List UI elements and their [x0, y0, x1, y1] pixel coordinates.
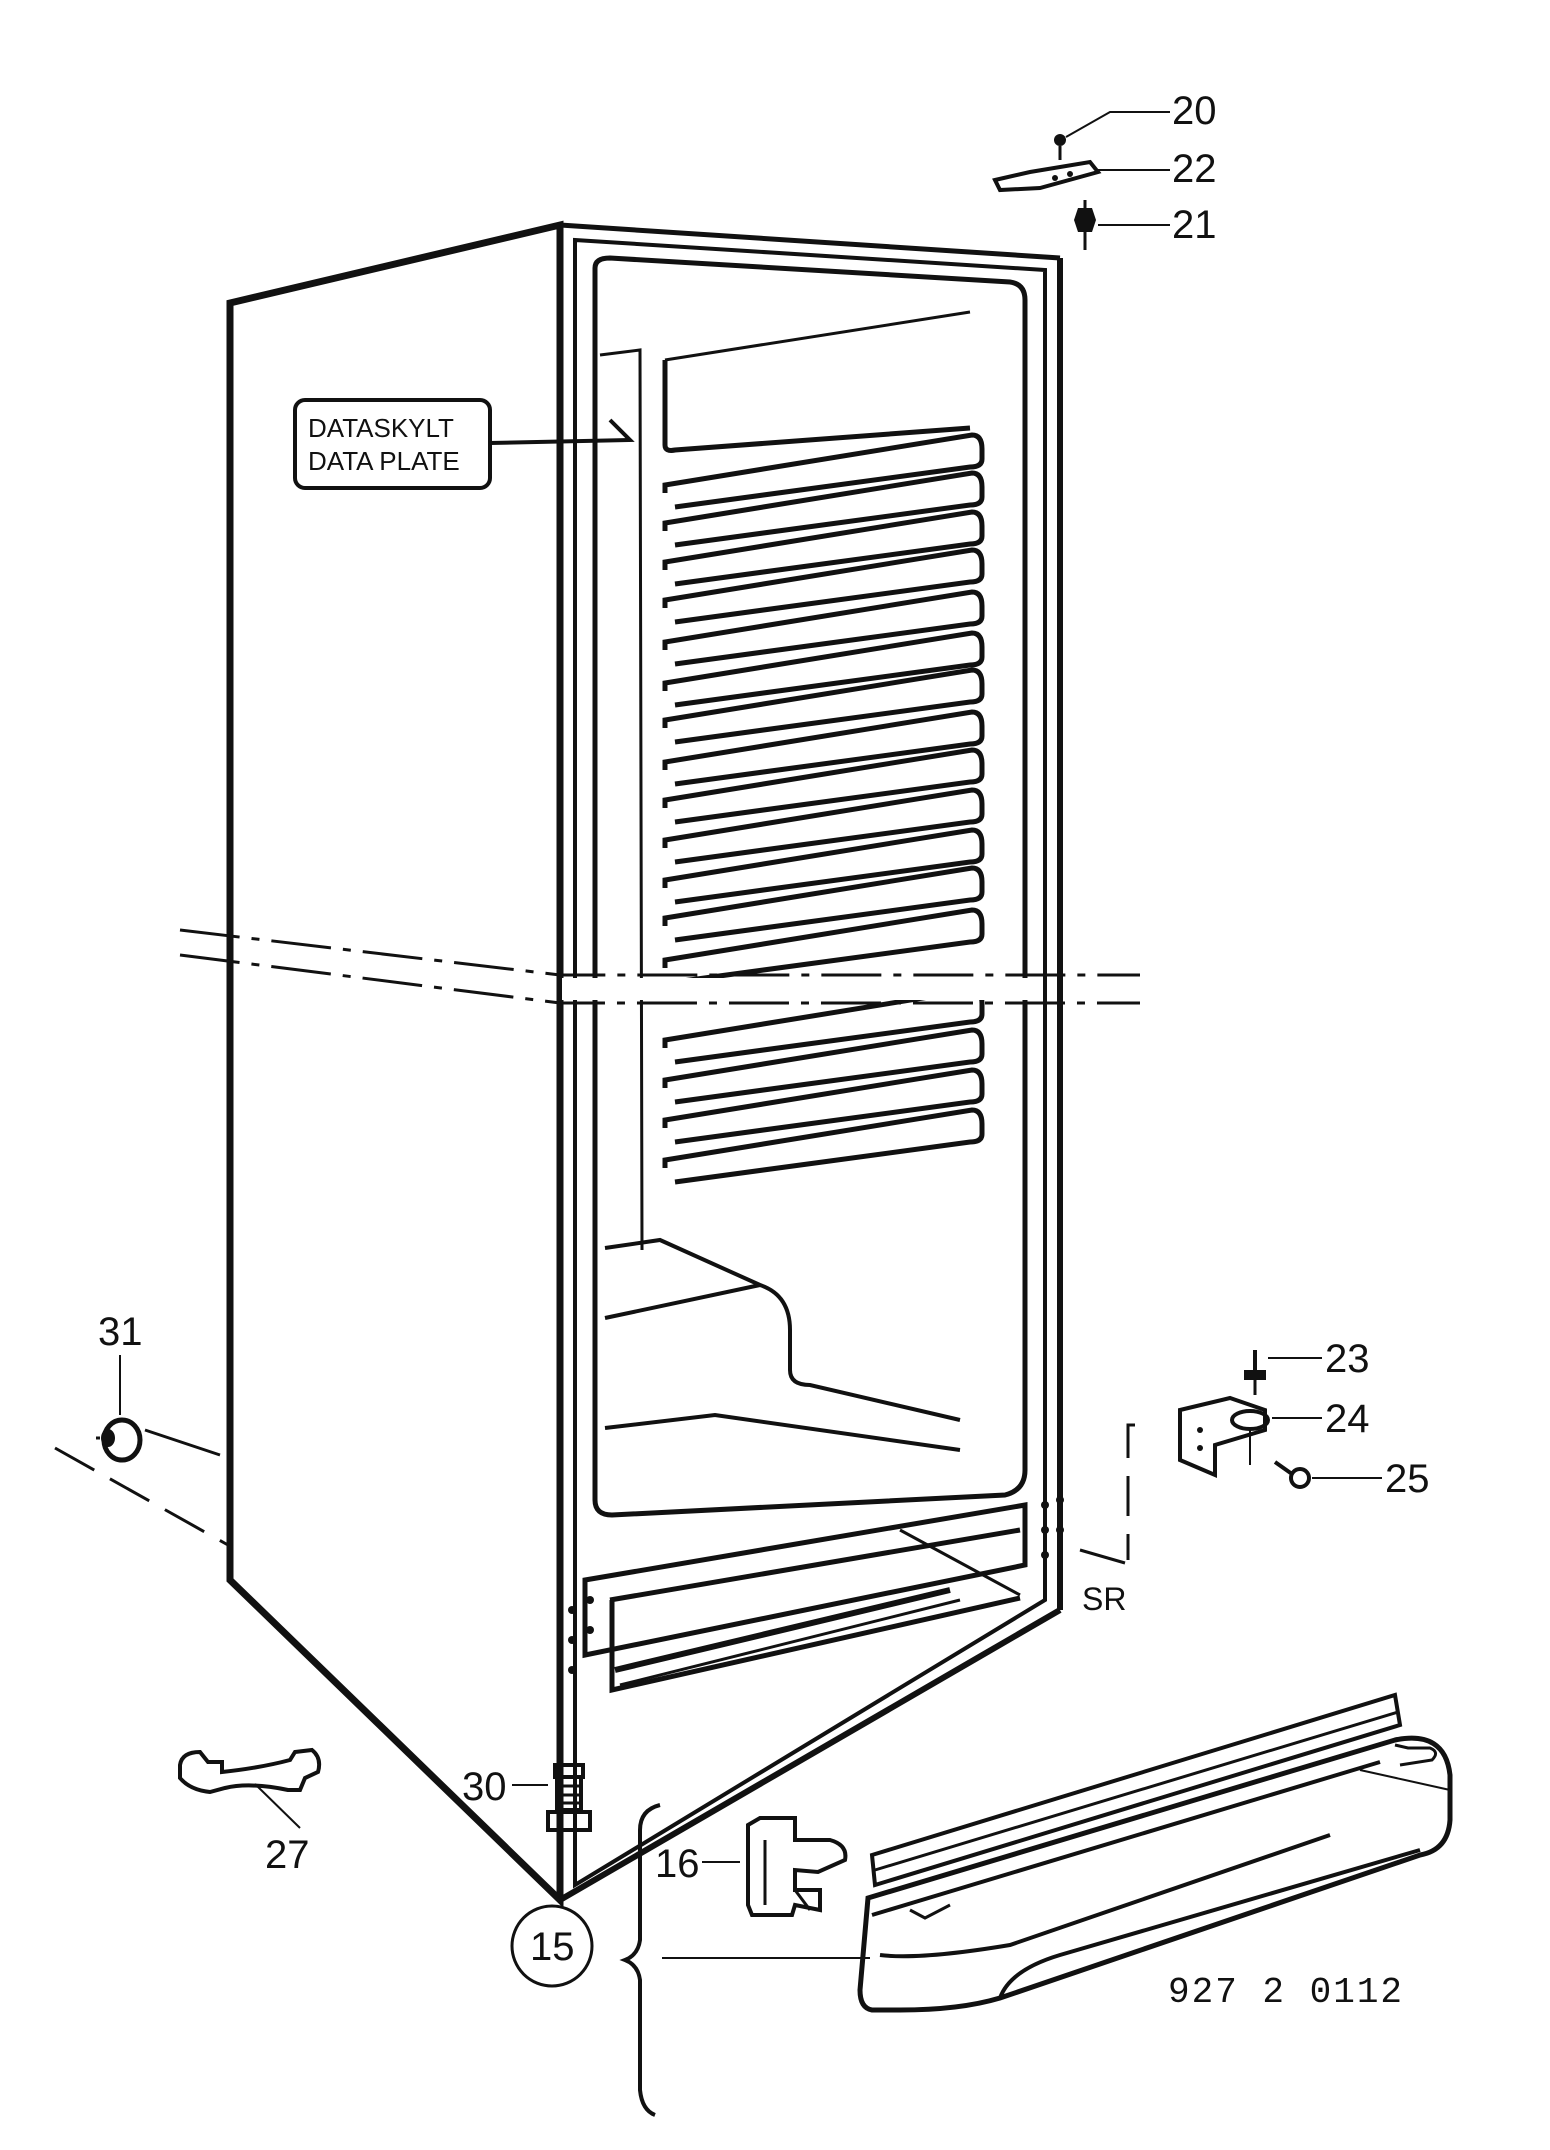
door-rail-handle-icon	[857, 1692, 1453, 2013]
shelf-rail	[662, 547, 985, 625]
foot-icon	[96, 1417, 143, 1463]
screw-hole	[568, 1606, 576, 1614]
screw-hole	[568, 1666, 576, 1674]
shelf-rail	[662, 509, 985, 587]
shelf-rail	[662, 709, 985, 787]
shelf-rail	[662, 589, 985, 667]
part-label-21: 21	[1172, 203, 1217, 247]
shelf-rail	[662, 432, 985, 510]
screw-hole	[1041, 1526, 1049, 1534]
cabinet-body	[226, 220, 1063, 1909]
drawing-number: 927 2 0112	[1168, 1972, 1404, 2013]
wrench-icon	[178, 1747, 322, 1829]
part-label-25: 25	[1385, 1457, 1430, 1501]
shelf-rail	[662, 1107, 985, 1185]
shelf-rail	[662, 747, 985, 825]
screw-hole	[1056, 1526, 1064, 1534]
shelf-rail	[662, 907, 985, 985]
data-plate-callout: DATASKYLT DATA PLATE	[293, 398, 635, 490]
part-15-callout: 15	[510, 1904, 870, 1988]
part-label-20: 20	[1172, 89, 1217, 133]
data-plate-line1: DATASKYLT	[308, 413, 454, 443]
hinge-pin-icon	[1244, 1350, 1266, 1395]
kick-panel	[568, 1496, 1064, 1694]
part-label-23: 23	[1325, 1337, 1370, 1381]
screw-hole	[1056, 1496, 1064, 1504]
hinge-pin-icon	[1074, 200, 1096, 250]
screw-hole	[586, 1596, 594, 1604]
shelf-rail	[662, 630, 985, 708]
liner-top	[599, 310, 971, 1251]
adjustable-foot-assembly: 31	[54, 1310, 229, 1547]
part-label-27: 27	[265, 1833, 310, 1877]
part-label-24: 24	[1325, 1397, 1370, 1441]
screw-icon	[1054, 134, 1066, 160]
screw-hole	[1041, 1551, 1049, 1559]
hinge-bracket-icon	[992, 159, 1102, 193]
part-label-22: 22	[1172, 147, 1217, 191]
part-label-30: 30	[462, 1765, 507, 1809]
top-hinge-assembly: 20 22 21	[992, 89, 1217, 250]
screw-hole	[1041, 1501, 1049, 1509]
screw-hole	[586, 1626, 594, 1634]
door-frame	[573, 237, 1047, 1889]
shelf-rail	[662, 865, 985, 943]
part-label-15: 15	[530, 1925, 575, 1969]
side-right-label: SR	[1082, 1581, 1126, 1617]
hinge-bracket-icon	[1178, 1395, 1270, 1479]
shelf-rail	[662, 1067, 985, 1145]
shelf-rail	[662, 667, 985, 745]
shelf-rail	[662, 827, 985, 905]
shelf-rail	[662, 470, 985, 548]
leveling-foot-icon	[546, 1763, 592, 1832]
part-label-16: 16	[655, 1842, 700, 1886]
bottom-hinge-assembly: 23 24 25 SR	[1079, 1337, 1430, 1617]
lower-compartment	[604, 1237, 961, 1452]
shelf-rail	[662, 787, 985, 865]
door-clip-icon	[746, 1816, 848, 1917]
shelf-rails	[662, 432, 985, 1185]
data-plate-line2: DATA PLATE	[308, 446, 460, 476]
part-label-31: 31	[98, 1310, 143, 1354]
shelf-rail	[662, 1027, 985, 1105]
break-line	[179, 928, 1140, 1005]
screw-hole	[568, 1636, 576, 1644]
group-brace	[619, 1803, 661, 2117]
screw-icon	[1273, 1460, 1311, 1489]
shelf-rail	[662, 987, 985, 1065]
